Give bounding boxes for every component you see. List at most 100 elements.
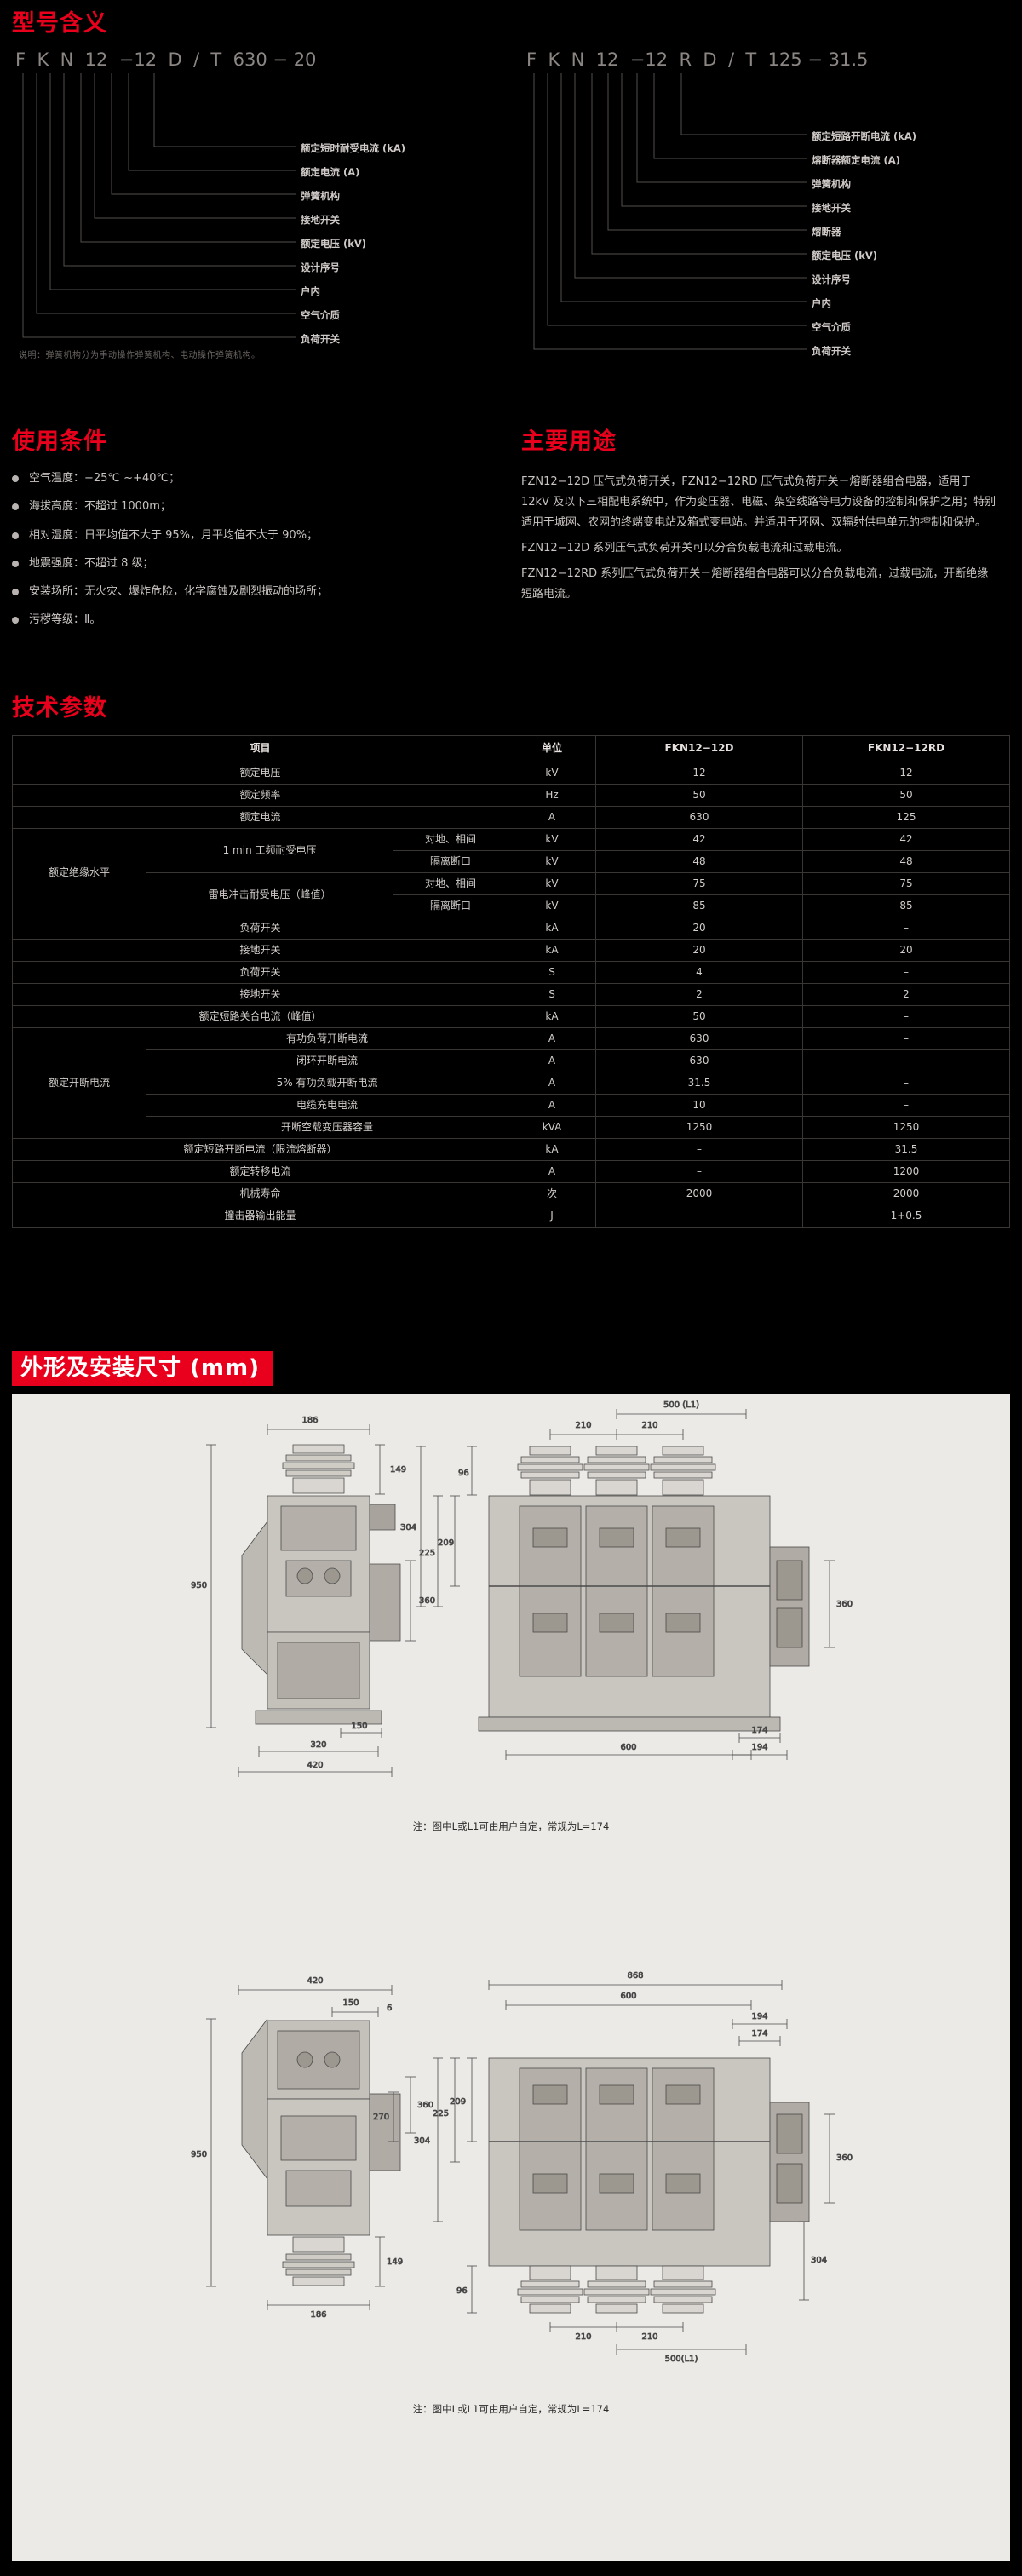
spec-unit: kA — [508, 1138, 596, 1161]
col-header-d: FKN12−12D — [595, 735, 803, 762]
code-part: − — [273, 49, 288, 70]
figure-2: 420 150 6 — [12, 1966, 1010, 2539]
spec-value-d: 50 — [595, 784, 803, 807]
svg-text:304: 304 — [400, 1523, 416, 1532]
svg-text:950: 950 — [191, 2150, 207, 2159]
spec-value-d: 630 — [595, 1049, 803, 1072]
model-note: 说明：弹簧机构分为手动操作弹簧机构、电动操作弹簧机构。 — [19, 351, 261, 360]
figure-1: 186 149 — [12, 1394, 1010, 1966]
svg-text:600: 600 — [620, 1992, 636, 2001]
svg-text:210: 210 — [641, 1421, 657, 1430]
spec-item-label: 接地开关 — [12, 939, 508, 962]
code-part: F — [526, 49, 537, 70]
table-header-row: 项目 单位 FKN12−12D FKN12−12RD — [12, 735, 1010, 762]
spec-sub-label: 闭环开断电流 — [146, 1049, 508, 1072]
spec-value-rd: 1200 — [802, 1160, 1010, 1183]
model-meaning-section: 型号含义 F K N 12 −12 D / T 630 − 20 — [0, 0, 1022, 375]
spec-unit: kV — [508, 850, 596, 873]
code-part: N — [571, 49, 585, 70]
spec-unit: 次 — [508, 1182, 596, 1205]
spec-value-d: 42 — [595, 828, 803, 851]
spec-value-d: 10 — [595, 1094, 803, 1117]
spec-value-rd: 2000 — [802, 1182, 1010, 1205]
spec-item-label: 额定短路开断电流（限流熔断器） — [12, 1138, 508, 1161]
code-part: N — [60, 49, 74, 70]
model-label-right-1: 熔断器额定电流 (A) — [812, 154, 900, 166]
svg-text:600: 600 — [620, 1743, 636, 1752]
spec-unit: A — [508, 806, 596, 829]
model-diagram-right: F K N 12 −12 R D / T 125 − 31.5 — [526, 49, 1003, 357]
spec-value-d: 48 — [595, 850, 803, 873]
usage-conditions-section: 使用条件 空气温度：−25℃ ~+40℃； 海拔高度：不超过 1000m； 相对… — [12, 430, 472, 642]
spec-unit: S — [508, 961, 596, 984]
dimension-drawings: 186 149 — [12, 1394, 1010, 2561]
spec-item-label: 额定短路关合电流（峰值） — [12, 1005, 508, 1028]
col-header-item: 项目 — [12, 735, 508, 762]
section-title-dimensions: 外形及安装尺寸 (mm) — [12, 1351, 274, 1386]
svg-text:270: 270 — [373, 2113, 389, 2122]
model-diagram-left: F K N 12 −12 D / T 630 − 20 — [15, 49, 492, 356]
svg-text:360: 360 — [419, 1596, 435, 1606]
svg-text:500(L1): 500(L1) — [665, 2355, 698, 2364]
svg-text:150: 150 — [351, 1722, 367, 1731]
use-paragraph: FZN12−12D 系列压气式负荷开关可以分合负载电流和过载电流。 — [521, 542, 848, 555]
svg-text:225: 225 — [419, 1549, 435, 1558]
spec-value-d: – — [595, 1138, 803, 1161]
spec-value-d: 630 — [595, 806, 803, 829]
spec-item-label: 额定电压 — [12, 762, 508, 785]
model-label-left-3: 接地开关 — [301, 214, 340, 226]
svg-text:210: 210 — [641, 2332, 657, 2342]
spec-item-label: 撞击器输出能量 — [12, 1205, 508, 1228]
model-label-right-9: 负荷开关 — [812, 345, 851, 357]
code-part: K — [548, 49, 560, 70]
section-title-tech-params: 技术参数 — [12, 695, 107, 722]
spec-sub-label: 5% 有功负载开断电流 — [146, 1072, 508, 1095]
table-row: 额定短路开断电流（限流熔断器）kA–31.5 — [12, 1138, 1010, 1161]
model-code-right: F K N 12 −12 R D / T 125 − 31.5 — [526, 49, 1003, 70]
model-code-left: F K N 12 −12 D / T 630 − 20 — [15, 49, 492, 70]
spec-value-rd: – — [802, 1049, 1010, 1072]
spec-unit: J — [508, 1205, 596, 1228]
svg-text:96: 96 — [456, 2286, 468, 2296]
svg-text:174: 174 — [751, 1726, 767, 1735]
spec-value-rd: 48 — [802, 850, 1010, 873]
spec-value-d: 31.5 — [595, 1072, 803, 1095]
spec-sub2-label: 隔离断口 — [393, 850, 508, 873]
spec-value-rd: 1+0.5 — [802, 1205, 1010, 1228]
model-label-left-1: 额定电流 (A) — [301, 166, 360, 178]
spec-sub-label: 开断空载变压器容量 — [146, 1116, 508, 1139]
spec-value-rd: – — [802, 961, 1010, 984]
spec-value-d: 2000 — [595, 1182, 803, 1205]
code-part: D — [168, 49, 182, 70]
spec-unit: A — [508, 1072, 596, 1095]
code-part: / — [727, 49, 735, 70]
dimensions-title-wrap: 外形及安装尺寸 (mm) — [12, 1351, 274, 1386]
condition-item: 海拔高度：不超过 1000m； — [12, 500, 472, 514]
figure-1-caption: 注：图中L或L1可由用户自定，常规为L=174 — [412, 1820, 610, 1832]
spec-sub-label: 有功负荷开断电流 — [146, 1027, 508, 1050]
code-part: 125 — [767, 49, 802, 70]
section-title-main-uses: 主要用途 — [521, 428, 617, 455]
spec-value-rd: 12 — [802, 762, 1010, 785]
code-part: T — [745, 49, 757, 70]
spec-unit: kV — [508, 872, 596, 895]
spec-value-rd: – — [802, 917, 1010, 940]
spec-value-d: – — [595, 1160, 803, 1183]
model-label-left-8: 负荷开关 — [301, 333, 340, 345]
spec-unit: A — [508, 1049, 596, 1072]
condition-item: 相对湿度：日平均值不大于 95%，月平均值不大于 90%； — [12, 529, 472, 543]
model-label-right-2: 弹簧机构 — [812, 178, 851, 190]
svg-text:194: 194 — [751, 1743, 767, 1752]
spec-value-rd: 2 — [802, 983, 1010, 1006]
spec-value-d: 75 — [595, 872, 803, 895]
svg-text:304: 304 — [811, 2256, 827, 2265]
